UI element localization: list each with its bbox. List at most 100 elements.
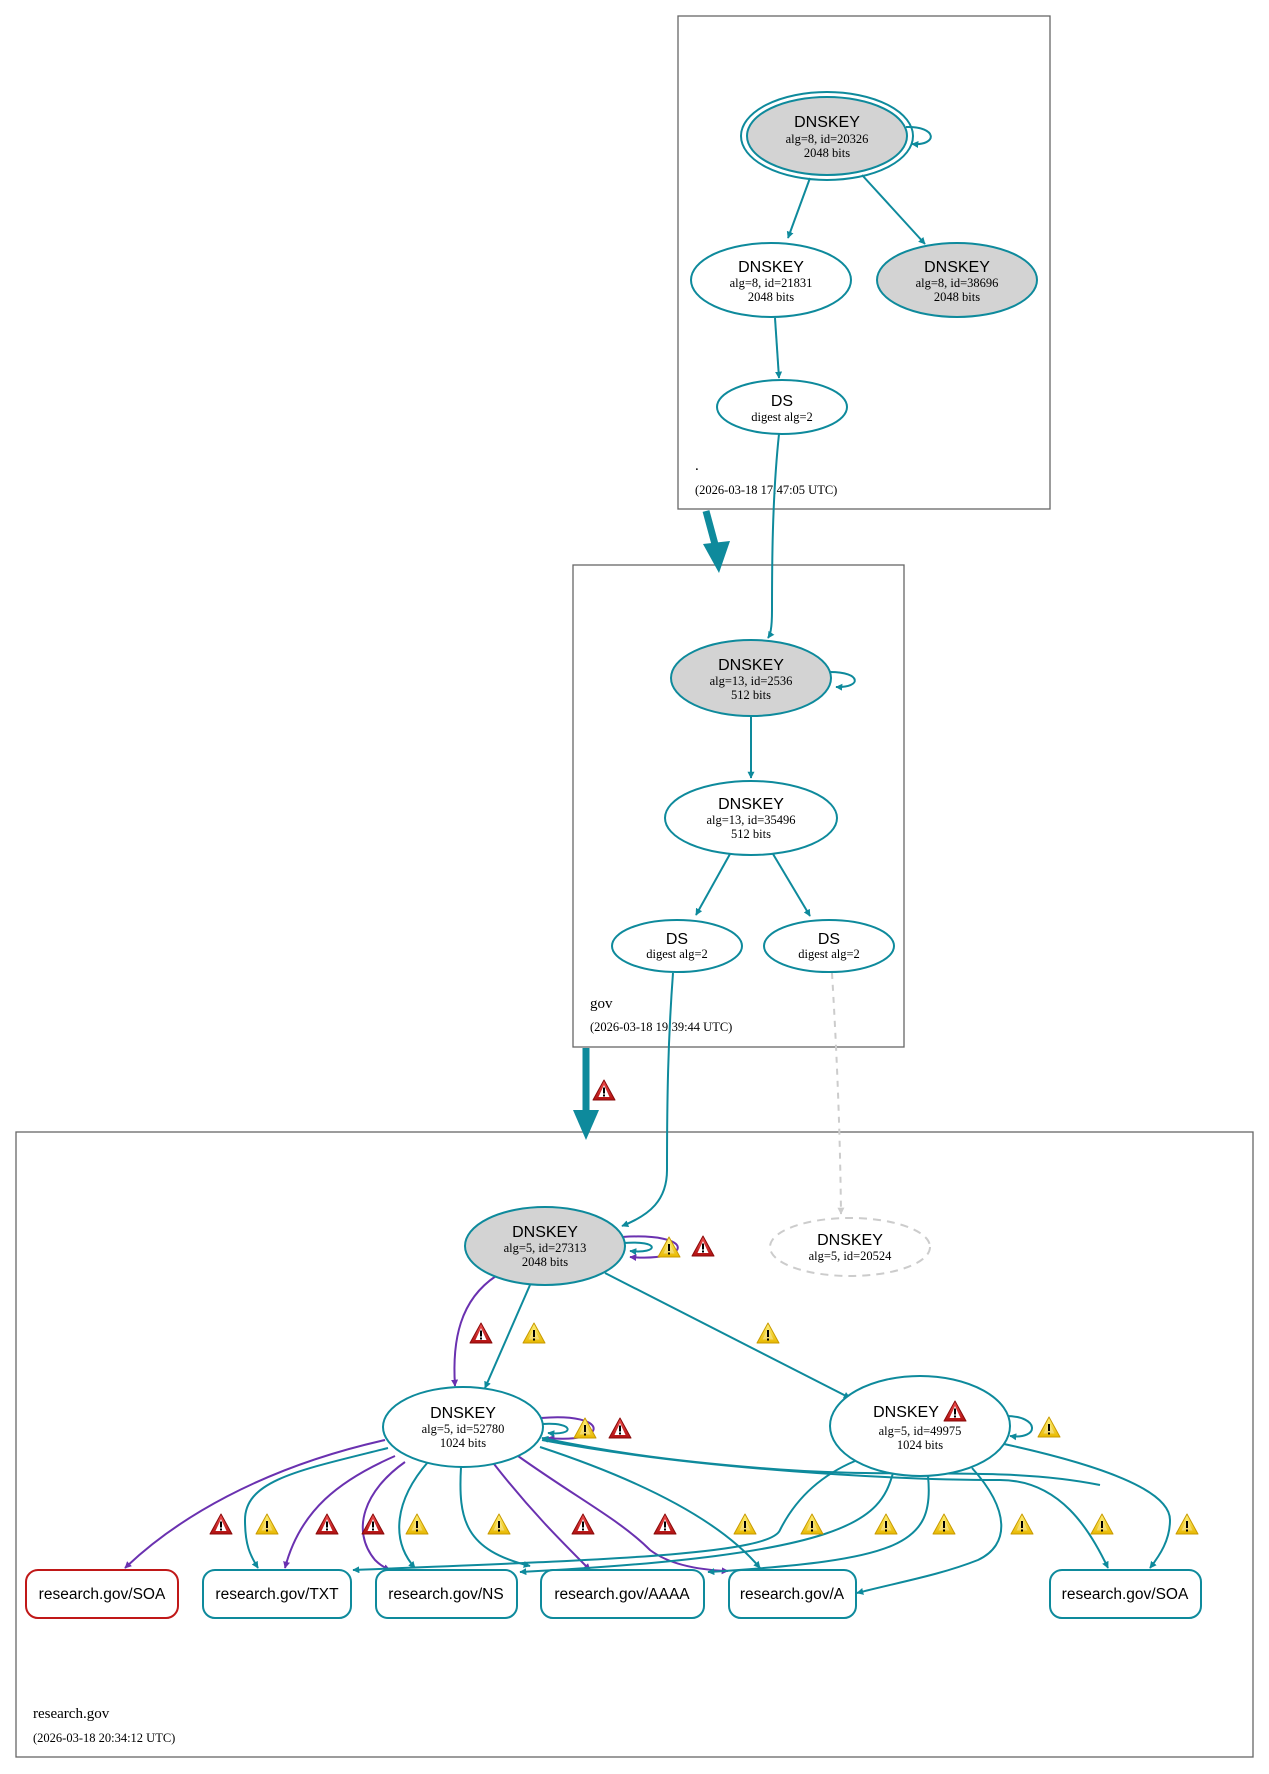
zone-gov-name: gov [590, 996, 613, 1012]
node-detail: alg=8, id=21831 [730, 276, 813, 290]
node-root-zsk[interactable]: DNSKEY alg=8, id=21831 2048 bits [690, 242, 852, 318]
rrset-aaaa[interactable]: research.gov/AAAA [540, 1569, 705, 1619]
node-detail: 512 bits [731, 827, 771, 841]
node-title: DNSKEY [430, 1405, 496, 1422]
rrset-txt[interactable]: research.gov/TXT [202, 1569, 352, 1619]
rrset-label: research.gov/SOA [1062, 1586, 1189, 1603]
warning-icon[interactable] [874, 1513, 898, 1535]
warning-icon[interactable] [756, 1322, 780, 1344]
warning-icon[interactable] [733, 1513, 757, 1535]
node-root-ds[interactable]: DS digest alg=2 [716, 379, 848, 435]
edge-rg-zsk-to-aaaa [459, 1466, 531, 1568]
node-root-ksk[interactable]: DNSKEY alg=8, id=20326 2048 bits [740, 91, 914, 181]
edge-gov-ds1-to-rg-ksk [621, 972, 674, 1227]
node-detail: digest alg=2 [798, 947, 860, 961]
node-detail: 2048 bits [522, 1255, 568, 1269]
rrset-soa[interactable]: research.gov/SOA [1049, 1569, 1202, 1619]
warning-icon[interactable] [1010, 1513, 1034, 1535]
node-root-ksk2[interactable]: DNSKEY alg=8, id=38696 2048 bits [876, 242, 1038, 318]
node-gov-ds1[interactable]: DS digest alg=2 [611, 919, 743, 973]
rrset-ns[interactable]: research.gov/NS [375, 1569, 518, 1619]
edge-gov-zsk-to-ds1 [695, 853, 731, 916]
node-detail: alg=8, id=38696 [916, 276, 999, 290]
zone-root-box [677, 15, 1051, 510]
zone-research-gov-name: research.gov [33, 1706, 110, 1722]
node-title: DNSKEY [817, 1232, 883, 1249]
zone-research-gov-timestamp: (2026-03-18 20:34:12 UTC) [33, 1731, 175, 1745]
rrset-label: research.gov/SOA [39, 1586, 166, 1603]
rrset-soa-error[interactable]: research.gov/SOA [25, 1569, 179, 1619]
node-detail: alg=5, id=49975 [879, 1424, 962, 1438]
edge-rg-zsk2-to-zsk [541, 1435, 1101, 1486]
edge-rg-zsk-self [542, 1422, 569, 1438]
delegation-error-icon[interactable] [592, 1079, 616, 1101]
error-icon[interactable] [209, 1513, 233, 1535]
zone-research-gov-box [15, 1131, 1254, 1758]
error-icon[interactable] [653, 1513, 677, 1535]
node-title: DNSKEY [873, 1404, 939, 1421]
edge-rg-ksk-self-bogus [621, 1235, 679, 1261]
edge-root-ksk-to-ksk2 [861, 174, 926, 245]
edge-rg-ksk-to-zsk [484, 1284, 531, 1389]
edge-gov-ds2-to-rg-missing [831, 972, 845, 1215]
warning-icon[interactable] [657, 1236, 681, 1258]
node-detail: digest alg=2 [646, 947, 708, 961]
node-rg-zsk[interactable]: DNSKEY alg=5, id=52780 1024 bits [382, 1386, 544, 1468]
zone-root-timestamp: (2026-03-18 17:47:05 UTC) [695, 483, 837, 497]
zone-root-name: . [695, 458, 699, 474]
warning-icon[interactable] [932, 1513, 956, 1535]
warning-icon[interactable] [1090, 1513, 1114, 1535]
edge-rg-ksk-self [623, 1241, 653, 1256]
node-title: DNSKEY [718, 657, 784, 674]
edge-rg-zsk2-to-txt [352, 1460, 856, 1574]
node-detail: alg=5, id=27313 [504, 1241, 587, 1255]
node-title: DNSKEY [794, 114, 860, 131]
edge-gov-zsk-to-ds2 [772, 853, 811, 917]
node-gov-zsk[interactable]: DNSKEY alg=13, id=35496 512 bits [664, 780, 838, 856]
error-icon[interactable] [469, 1322, 493, 1344]
warning-icon[interactable] [255, 1513, 279, 1535]
error-icon[interactable] [315, 1513, 339, 1535]
error-icon[interactable] [571, 1513, 595, 1535]
rrset-a[interactable]: research.gov/A [728, 1569, 857, 1619]
edge-rg-zsk-to-soa [541, 1439, 1109, 1569]
edge-rg-zsk-to-txt-bogus [283, 1455, 396, 1569]
edge-root-ds-to-gov-ksk [767, 433, 780, 639]
node-gov-ksk[interactable]: DNSKEY alg=13, id=2536 512 bits [670, 639, 832, 717]
edge-root-ksk-to-zsk [786, 177, 811, 239]
node-detail: 1024 bits [440, 1436, 486, 1450]
warning-icon[interactable] [1037, 1416, 1061, 1438]
node-rg-ksk[interactable]: DNSKEY alg=5, id=27313 2048 bits [464, 1206, 626, 1286]
node-detail: alg=5, id=52780 [422, 1422, 505, 1436]
node-detail: alg=13, id=2536 [710, 674, 793, 688]
node-detail: alg=13, id=35496 [706, 813, 795, 827]
node-detail: 2048 bits [934, 290, 980, 304]
edge-rg-zsk2-to-soa [1003, 1443, 1172, 1569]
delegation-root-gov [702, 510, 720, 549]
warning-icon[interactable] [522, 1322, 546, 1344]
edge-rg-ksk-to-zsk-bogus [451, 1275, 497, 1387]
error-icon[interactable] [608, 1417, 632, 1439]
node-detail: alg=5, id=20524 [809, 1249, 893, 1263]
error-icon[interactable] [691, 1235, 715, 1257]
rrset-label: research.gov/A [740, 1586, 845, 1603]
warning-icon[interactable] [405, 1513, 429, 1535]
edge-rg-zsk2-to-a [856, 1467, 1003, 1595]
edge-rg-zsk-to-a-bogus [517, 1455, 729, 1575]
delegation-gov-research-arrowhead [573, 1110, 599, 1140]
error-icon[interactable] [361, 1513, 385, 1535]
edge-rg-zsk-to-aaaa-bogus [493, 1463, 591, 1571]
edge-rg-zsk-to-soa-bad [124, 1439, 386, 1569]
node-rg-zsk2[interactable]: DNSKEY alg=5, id=49975 1024 bits [829, 1375, 1011, 1477]
warning-icon[interactable] [800, 1513, 824, 1535]
node-title: DNSKEY [718, 796, 784, 813]
node-rg-missing-dnskey[interactable]: DNSKEY alg=5, id=20524 [769, 1217, 931, 1277]
node-detail: alg=8, id=20326 [786, 132, 869, 146]
node-title: DS [666, 931, 688, 948]
warning-icon[interactable] [487, 1513, 511, 1535]
rrset-label: research.gov/TXT [215, 1586, 339, 1603]
delegation-root-gov-arrowhead [703, 541, 730, 573]
warning-icon[interactable] [1175, 1513, 1199, 1535]
node-gov-ds2[interactable]: DS digest alg=2 [763, 919, 895, 973]
